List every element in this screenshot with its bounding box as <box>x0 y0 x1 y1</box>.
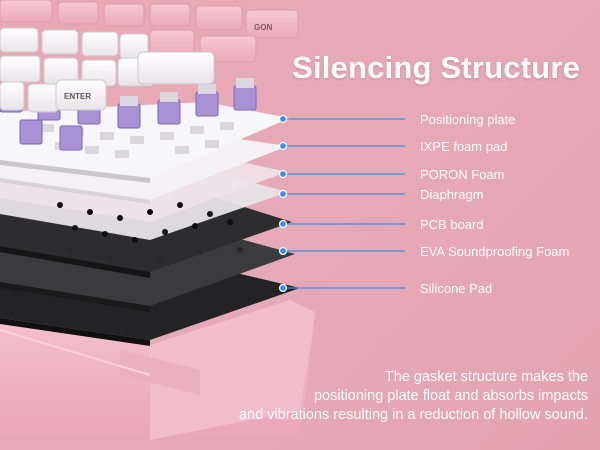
diagram-title: Silencing Structure <box>292 50 592 86</box>
layer-stack <box>0 102 300 346</box>
label-poron-foam: PORON Foam <box>420 167 505 182</box>
keycap-gon-label: GON <box>254 23 272 32</box>
leader-dot-pcb <box>280 221 287 228</box>
leader-dot-poron-foam <box>280 171 287 178</box>
description-line-3: and vibrations resulting in a reduction … <box>168 406 588 425</box>
leader-dot-eva-foam <box>280 248 287 255</box>
leader-dot-ixpe-foam <box>280 143 287 150</box>
leader-dot-silicone-pad <box>280 285 287 292</box>
keycap-enter-label: ENTER <box>64 92 91 101</box>
label-ixpe-foam-pad: IXPE foam pad <box>420 139 507 154</box>
leader-lines <box>283 119 405 288</box>
label-eva-soundproofing-foam: EVA Soundproofing Foam <box>420 244 569 259</box>
label-silicone-pad: Silicone Pad <box>420 281 492 296</box>
label-diaphragm: Diaphragm <box>420 187 484 202</box>
leader-dots <box>280 116 287 292</box>
label-positioning-plate: Positioning plate <box>420 112 515 127</box>
description-line-2: positioning plate float and absorbs impa… <box>168 387 588 406</box>
description-line-1: The gasket structure makes the <box>168 368 588 387</box>
leader-dot-positioning-plate <box>280 116 287 123</box>
leader-dot-diaphragm <box>280 191 287 198</box>
label-pcb-board: PCB board <box>420 217 484 232</box>
description: The gasket structure makes the positioni… <box>168 368 588 425</box>
